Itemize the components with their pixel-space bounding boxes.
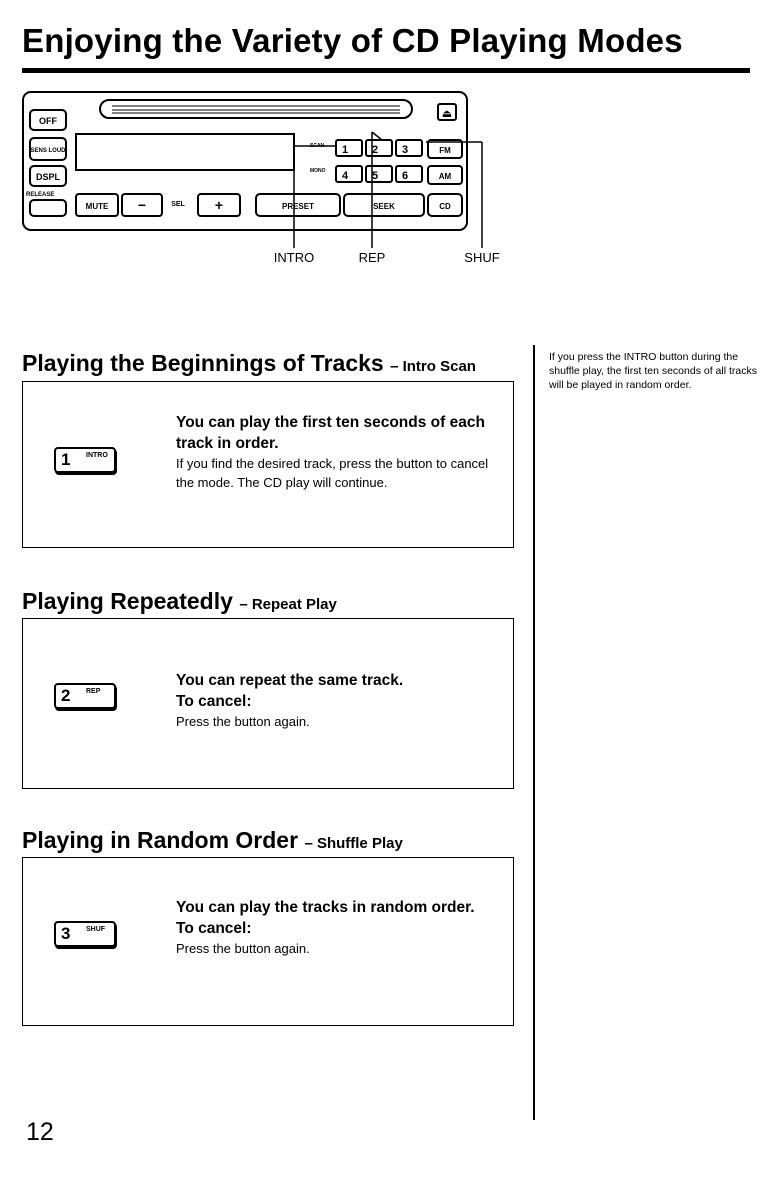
sens-loud-button[interactable]: SENS LOUD [29, 137, 67, 161]
svg-text:AM: AM [439, 172, 452, 181]
svg-text:−: − [138, 197, 146, 213]
svg-text:SEL: SEL [171, 201, 185, 208]
shuffle-play-box [22, 857, 514, 1026]
svg-text:OFF: OFF [39, 116, 57, 126]
svg-text:6: 6 [402, 170, 408, 182]
cd-mode-button[interactable]: CD [427, 193, 463, 217]
preset-2-button[interactable]: 2 [365, 139, 393, 157]
title-underline [22, 68, 750, 73]
preset-1-button[interactable]: 1 [335, 139, 363, 157]
preset-3-button[interactable]: 3 [395, 139, 423, 157]
volume-up-button[interactable]: + [197, 193, 241, 217]
svg-text:FM: FM [439, 146, 451, 155]
svg-text:2: 2 [372, 144, 378, 156]
intro-lead-text: You can play the first ten seconds of ea… [176, 414, 485, 452]
column-divider [533, 345, 535, 1120]
rep-callout: REP [359, 250, 386, 265]
section-intro-scan-title: Playing the Beginnings of Tracks – Intro… [22, 350, 476, 377]
off-button[interactable]: OFF [29, 109, 67, 131]
key-number: 1 [61, 450, 71, 469]
section-subtitle: – Shuffle Play [304, 835, 403, 852]
svg-text:DSPL: DSPL [36, 172, 61, 182]
preset-button[interactable]: PRESET [255, 193, 341, 217]
shuffle-body-text: Press the button again. [176, 941, 310, 956]
repeat-body-text: Press the button again. [176, 714, 310, 729]
page-number: 12 [26, 1118, 54, 1146]
key-label: SHUF [86, 926, 106, 933]
svg-text:CD: CD [439, 202, 451, 211]
key-number: 2 [61, 686, 71, 705]
release-button[interactable]: RELEASE [26, 192, 67, 217]
shuf-key-3-icon: 3 SHUF [54, 921, 116, 947]
svg-text:5: 5 [372, 170, 378, 182]
sel-button[interactable]: SEL [171, 201, 185, 208]
repeat-lead-text: You can repeat the same track. [176, 672, 404, 689]
shuffle-lead-text: You can play the tracks in random order. [176, 899, 475, 916]
key-number: 3 [61, 924, 71, 943]
section-subtitle: – Repeat Play [239, 596, 337, 613]
svg-text:4: 4 [342, 170, 349, 182]
preset-4-button[interactable]: 4 [335, 165, 363, 183]
svg-text:1: 1 [342, 144, 348, 156]
intro-scan-text: You can play the first ten seconds of ea… [176, 412, 506, 492]
svg-text:+: + [215, 197, 223, 213]
key-label: INTRO [86, 452, 108, 459]
fm-button[interactable]: FM [427, 139, 463, 159]
repeat-play-text: You can repeat the same track. To cancel… [176, 670, 506, 731]
section-shuffle-play-title: Playing in Random Order – Shuffle Play [22, 827, 403, 854]
key-label: REP [86, 688, 101, 695]
repeat-play-box [22, 618, 514, 789]
section-title-text: Playing in Random Order [22, 827, 299, 853]
section-title-text: Playing the Beginnings of Tracks [22, 350, 384, 376]
side-note: If you press the INTRO button during the… [549, 351, 757, 391]
page-title: Enjoying the Variety of CD Playing Modes [22, 22, 683, 59]
eject-button[interactable]: ⏏ [437, 103, 457, 121]
repeat-cancel-label: To cancel: [176, 693, 252, 710]
intro-key-1-icon: 1 INTRO [54, 447, 116, 473]
svg-text:SEEK: SEEK [373, 202, 395, 211]
shuf-callout: SHUF [464, 250, 499, 265]
shuffle-cancel-label: To cancel: [176, 920, 252, 937]
section-title-text: Playing Repeatedly [22, 588, 233, 614]
volume-down-button[interactable]: − [121, 193, 163, 217]
am-button[interactable]: AM [427, 165, 463, 185]
seek-button[interactable]: SEEK [343, 193, 425, 217]
intro-callout: INTRO [274, 250, 314, 265]
section-subtitle: – Intro Scan [390, 358, 476, 375]
svg-text:3: 3 [402, 144, 408, 156]
intro-scan-box [22, 381, 514, 548]
preset-6-button[interactable]: 6 [395, 165, 423, 183]
preset-5-button[interactable]: 5 [365, 165, 393, 183]
svg-text:SENS LOUD: SENS LOUD [30, 148, 66, 154]
svg-text:PRESET: PRESET [282, 202, 314, 211]
shuffle-play-text: You can play the tracks in random order.… [176, 897, 486, 958]
mono-label: MONO [310, 168, 326, 174]
eject-icon: ⏏ [442, 108, 452, 120]
intro-body-text: If you find the desired track, press the… [176, 456, 489, 490]
dspl-button[interactable]: DSPL [29, 165, 67, 187]
svg-text:MUTE: MUTE [86, 202, 109, 211]
section-repeat-play-title: Playing Repeatedly – Repeat Play [22, 588, 337, 615]
cd-player-faceplate-diagram: ⏏ OFF SENS LOUD DSPL RELEASE MUTE − SEL … [22, 91, 500, 265]
svg-text:RELEASE: RELEASE [26, 192, 54, 198]
display-window [75, 133, 295, 171]
rep-key-2-icon: 2 REP [54, 683, 116, 709]
mute-button[interactable]: MUTE [75, 193, 119, 217]
